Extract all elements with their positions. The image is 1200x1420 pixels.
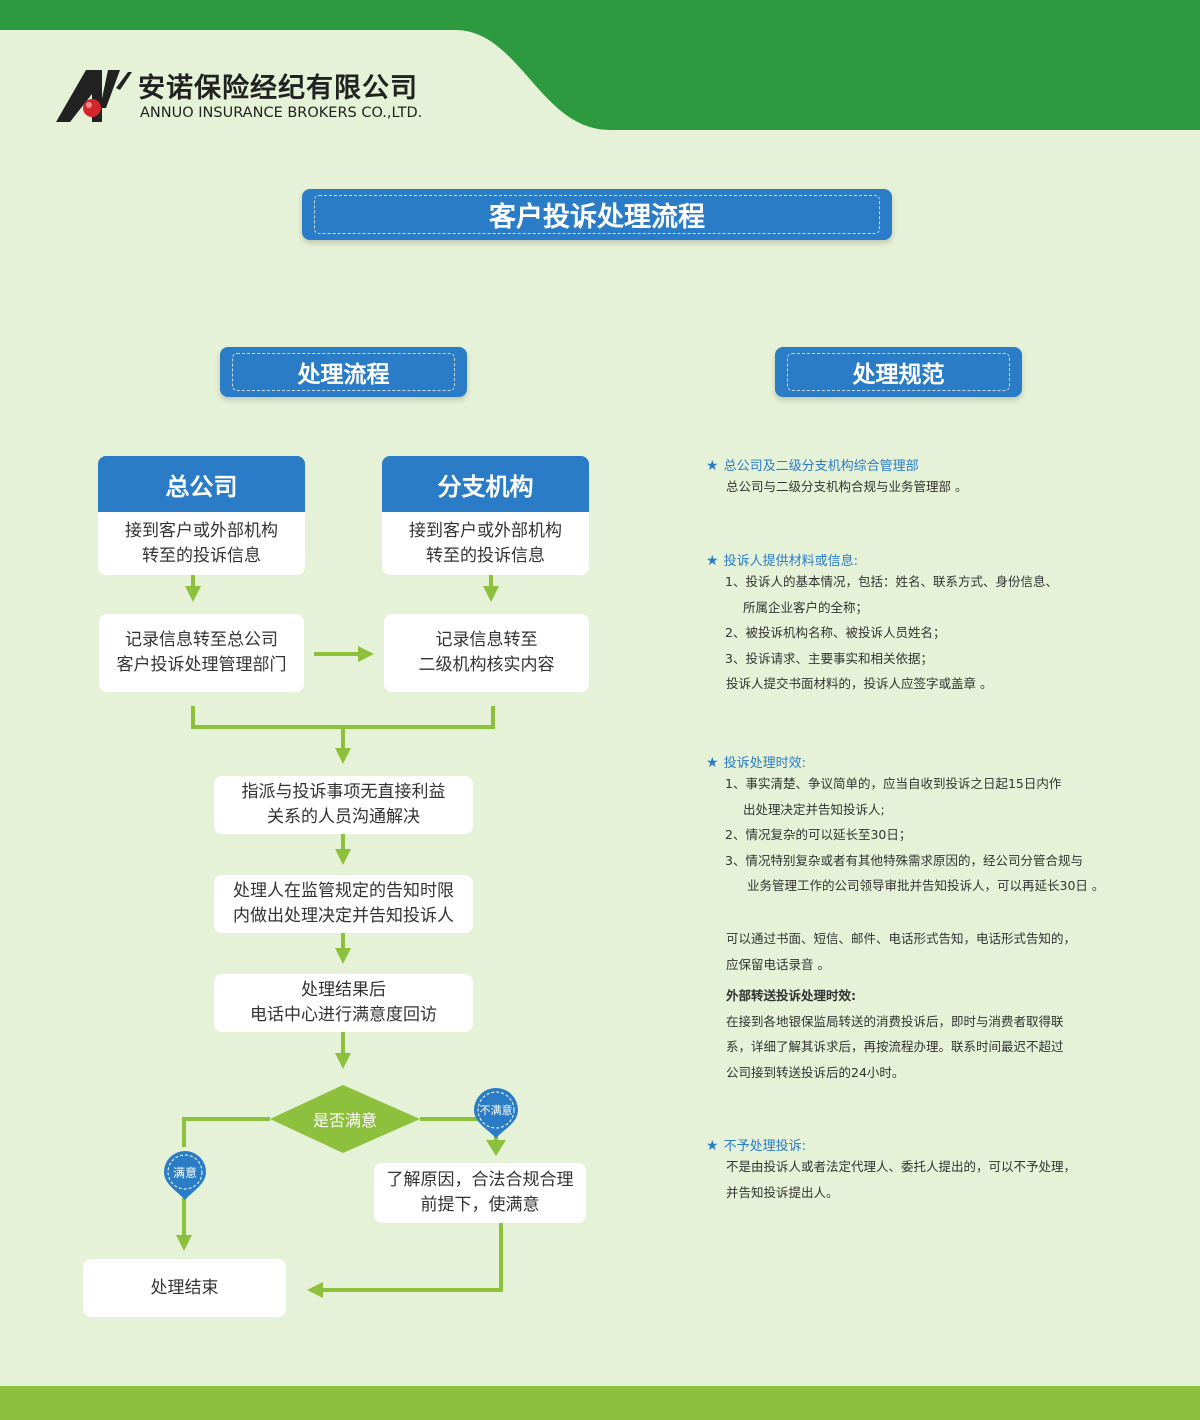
satisfied-label: 满意 [172, 1166, 197, 1180]
rule-line: 出处理决定并告知投诉人; [743, 801, 885, 817]
branch-record-step: 记录信息转至 二级机构核实内容 [384, 614, 589, 692]
rule-line: 系，详细了解其诉求后，再按流程办理。联系时间最迟不超过 [726, 1039, 1064, 1054]
hq-header: 总公司 [98, 456, 305, 512]
decide-step: 处理人在监管规定的告知时限 内做出处理决定并告知投诉人 [214, 875, 473, 933]
end-step: 处理结束 [83, 1259, 286, 1317]
hq-record-step: 记录信息转至总公司 客户投诉处理管理部门 [99, 614, 304, 692]
rule-line: 3、投诉请求、主要事实和相关依据； [725, 650, 933, 666]
unsatisfied-label: 不满意 [479, 1104, 513, 1117]
assign-text: 指派与投诉事项无直接利益 关系的人员沟通解决 [241, 782, 446, 827]
rules-block-1: ★ 总公司及二级分支机构综合管理部 总公司与二级分支机构合规与业务管理部 。 [706, 455, 967, 500]
rule-subtitle: 外部转送投诉处理时效: [726, 988, 856, 1003]
rule-title: 投诉处理时效: [723, 756, 806, 771]
rule-line: 公司接到转送投诉后的24小时。 [726, 1064, 905, 1080]
main-title: 客户投诉处理流程 [314, 195, 880, 234]
branch-receive-step: 接到客户或外部机构 转至的投诉信息 [382, 512, 589, 575]
header-wave [0, 0, 1200, 130]
remedy-step: 了解原因，合法合规合理 前提下，使满意 [374, 1163, 586, 1223]
rule-line: 在接到各地银保监局转送的消费投诉后，即时与消费者取得联 [726, 1013, 1064, 1029]
star-icon: ★ [706, 1138, 719, 1154]
rule-line: 1、投诉人的基本情况，包括：姓名、联系方式、身份信息、 [725, 574, 1058, 589]
rule-line: 投诉人提交书面材料的，投诉人应签字或盖章 。 [726, 676, 993, 691]
rules-block-2: ★ 投诉人提供材料或信息: 1、投诉人的基本情况，包括：姓名、联系方式、身份信息、… [706, 550, 1058, 697]
rule-line: 可以通过书面、短信、邮件、电话形式告知，电话形式告知的， [726, 931, 1077, 946]
hq-receive-step: 接到客户或外部机构 转至的投诉信息 [98, 512, 305, 575]
star-icon: ★ [706, 553, 719, 569]
pin-unsatisfied-icon [474, 1088, 518, 1156]
visit-step: 处理结果后 电话中心进行满意度回访 [214, 974, 473, 1032]
rule-line: 业务管理工作的公司领导审批并告知投诉人，可以再延长30日 。 [747, 878, 1105, 893]
section-rules-banner: 处理规范 [775, 347, 1022, 397]
footer-band [0, 1386, 1200, 1420]
branch-receive-text: 接到客户或外部机构 转至的投诉信息 [409, 520, 562, 566]
rule-line: 3、情况特别复杂或者有其他特殊需求原因的，经公司分管合规与 [725, 852, 1083, 868]
rule-line: 2、被投诉机构名称、被投诉人员姓名； [725, 625, 946, 640]
decision-diamond [270, 1085, 420, 1153]
rule-line: 不是由投诉人或者法定代理人、委托人提出的，可以不予处理， [726, 1159, 1077, 1174]
main-title-banner: 客户投诉处理流程 [302, 189, 892, 240]
company-name-en: ANNUO INSURANCE BROKERS CO.,LTD. [140, 105, 423, 121]
rules-block-5: 外部转送投诉处理时效: 在接到各地银保监局转送的消费投诉后，即时与消费者取得联 … [706, 983, 1064, 1085]
end-text: 处理结束 [150, 1277, 219, 1298]
rules-block-4: 可以通过书面、短信、邮件、电话形式告知，电话形式告知的， 应保留电话录音 。 [706, 926, 1076, 977]
hq-receive-text: 接到客户或外部机构 转至的投诉信息 [125, 520, 278, 566]
star-icon: ★ [706, 458, 719, 474]
hq-record-text: 记录信息转至总公司 客户投诉处理管理部门 [116, 630, 287, 675]
company-name-cn: 安诺保险经纪有限公司 [138, 73, 418, 104]
rule-line: 所属企业客户的全称； [743, 599, 869, 615]
section-process-title: 处理流程 [232, 353, 455, 391]
rule-title: 总公司及二级分支机构综合管理部 [723, 459, 919, 474]
company-logo-icon [56, 70, 132, 122]
rule-line: 并告知投诉提出人。 [726, 1184, 839, 1200]
visit-text: 处理结果后 电话中心进行满意度回访 [250, 980, 437, 1025]
rule-line: 总公司与二级分支机构合规与业务管理部 。 [726, 479, 968, 494]
rule-line: 1、事实清楚、争议简单的，应当自收到投诉之日起15日内作 [725, 776, 1062, 791]
branch-header: 分支机构 [382, 456, 589, 512]
rules-block-3: ★ 投诉处理时效: 1、事实清楚、争议简单的，应当自收到投诉之日起15日内作 出处… [706, 752, 1104, 899]
star-icon: ★ [706, 755, 719, 771]
decision-label: 是否满意 [312, 1111, 377, 1130]
pin-satisfied-icon [164, 1150, 207, 1200]
section-process-banner: 处理流程 [220, 347, 467, 397]
decide-text: 处理人在监管规定的告知时限 内做出处理决定并告知投诉人 [233, 881, 454, 926]
rule-line: 应保留电话录音 。 [726, 956, 830, 972]
rule-title: 投诉人提供材料或信息: [723, 554, 858, 569]
branch-record-text: 记录信息转至 二级机构核实内容 [418, 630, 555, 675]
rule-line: 2、情况复杂的可以延长至30日； [725, 827, 912, 842]
rules-block-6: ★ 不予处理投诉: 不是由投诉人或者法定代理人、委托人提出的，可以不予处理， 并告… [706, 1135, 1076, 1205]
section-rules-title: 处理规范 [787, 353, 1010, 391]
assign-step: 指派与投诉事项无直接利益 关系的人员沟通解决 [214, 776, 473, 834]
rule-title: 不予处理投诉: [723, 1139, 806, 1154]
remedy-text: 了解原因，合法合规合理 前提下，使满意 [386, 1170, 574, 1215]
